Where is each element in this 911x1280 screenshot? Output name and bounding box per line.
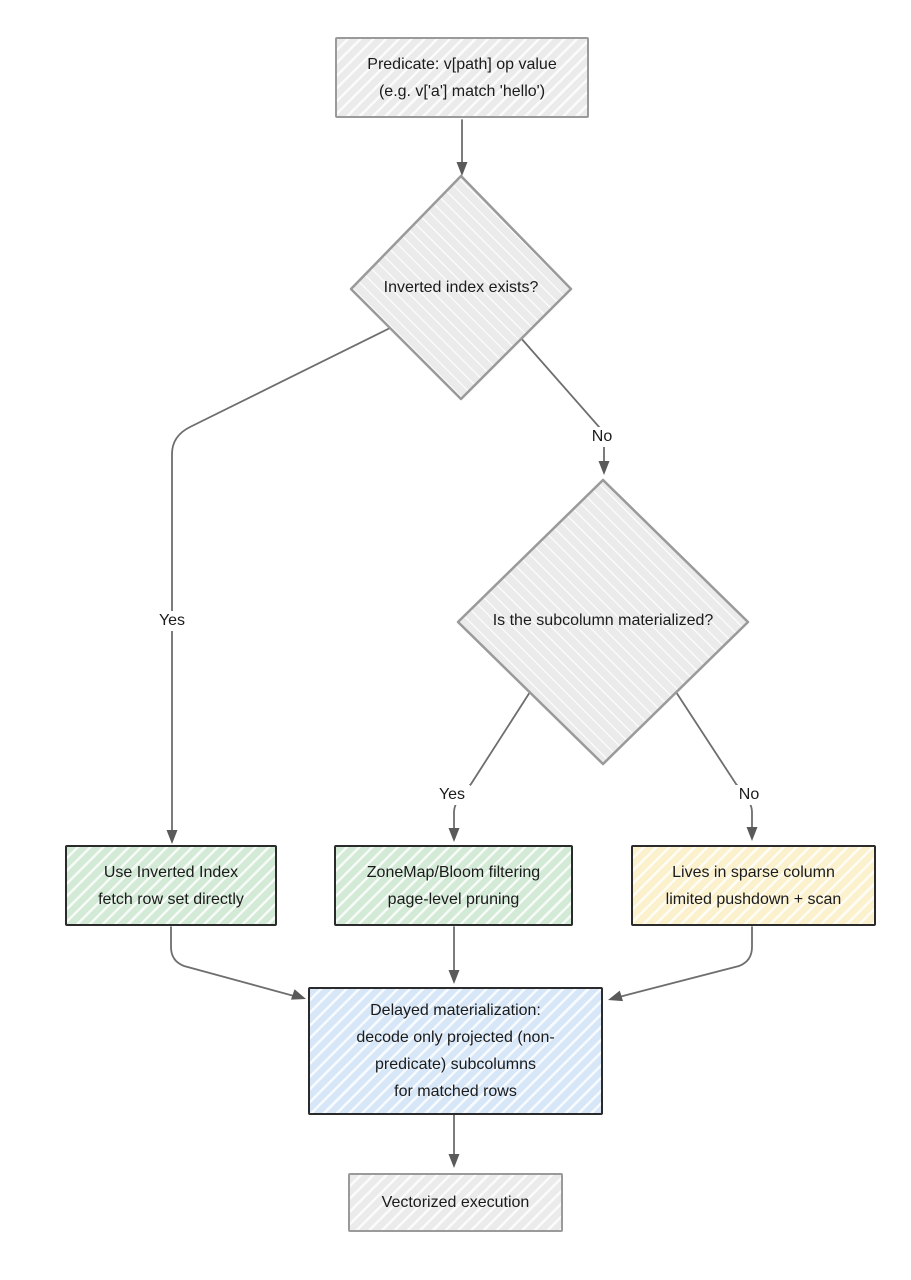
edge-label-materialized-yes: Yes	[433, 785, 471, 805]
node-use-inverted-index-line-1: Use Inverted Index	[103, 863, 239, 881]
node-zonemap-bloom: ZoneMap/Bloom filtering page-level pruni…	[334, 845, 573, 926]
node-use-inverted-index-line-2: fetch row set directly	[98, 890, 244, 908]
arrowhead-to-decision2	[598, 461, 610, 475]
edge-sparse-to-delayed	[618, 926, 753, 998]
node-predicate-line-2: (e.g. v['a'] match 'hello')	[378, 82, 546, 100]
node-vectorized-execution-label: Vectorized execution	[381, 1194, 530, 1211]
arrowhead-to-inverted	[166, 830, 178, 844]
node-zonemap-bloom-line-2: page-level pruning	[387, 890, 520, 908]
edge-inverted-to-delayed	[170, 926, 295, 997]
node-delayed-materialization-line-4: for matched rows	[394, 1083, 517, 1100]
edge-label-inverted-yes: Yes	[153, 611, 191, 631]
edge-label-inverted-no: No	[586, 427, 618, 447]
edge-decision1-yes	[171, 327, 391, 836]
decision-inverted-index-shape	[349, 174, 573, 401]
arrowhead-to-decision1	[456, 162, 468, 176]
decision-inverted-index-label: Inverted index exists?	[383, 279, 539, 296]
edge-label-materialized-no: No	[733, 785, 765, 805]
edge-decision2-no	[675, 691, 753, 832]
arrowhead-to-sparse	[746, 827, 758, 841]
node-use-inverted-index: Use Inverted Index fetch row set directl…	[65, 845, 277, 926]
arrowhead-sparse-to-delayed	[608, 990, 623, 1002]
node-sparse-column-line-2: limited pushdown + scan	[665, 890, 842, 908]
node-delayed-materialization-line-3: predicate) subcolumns	[375, 1056, 536, 1073]
arrowhead-zonemap-to-delayed	[448, 970, 460, 984]
node-delayed-materialization-line-1: Delayed materialization:	[370, 1002, 541, 1019]
node-vectorized-execution: Vectorized execution	[348, 1173, 563, 1232]
node-sparse-column-line-1: Lives in sparse column	[672, 863, 835, 881]
arrowhead-to-vectorized	[448, 1154, 460, 1168]
node-predicate-line-1: Predicate: v[path] op value	[367, 55, 557, 73]
node-delayed-materialization-line-2: decode only projected (non-	[356, 1029, 555, 1046]
arrowhead-to-zonemap	[448, 828, 460, 842]
edge-decision2-yes	[453, 691, 531, 834]
decision-materialized-label: Is the subcolumn materialized?	[492, 612, 714, 629]
node-zonemap-bloom-line-1: ZoneMap/Bloom filtering	[366, 863, 541, 881]
decision-materialized-shape	[456, 478, 750, 766]
node-sparse-column: Lives in sparse column limited pushdown …	[631, 845, 876, 926]
arrowhead-inverted-to-delayed	[290, 989, 306, 1000]
node-delayed-materialization: Delayed materialization: decode only pro…	[308, 987, 603, 1115]
node-predicate: Predicate: v[path] op value (e.g. v['a']…	[335, 37, 589, 118]
